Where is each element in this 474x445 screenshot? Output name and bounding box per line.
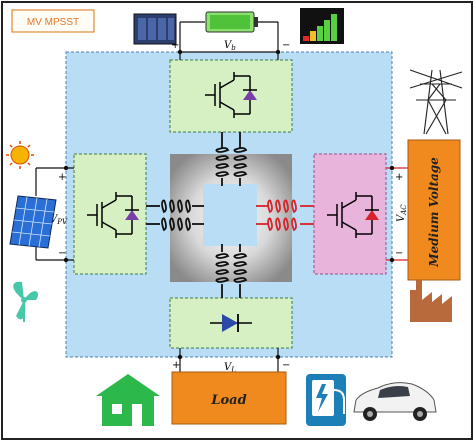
battery-cell-icon xyxy=(205,11,258,33)
left-plus: + xyxy=(58,172,66,183)
vb-label: Vb xyxy=(224,40,236,52)
battery-level-icon xyxy=(300,8,344,44)
grid-box xyxy=(407,139,461,281)
house-icon xyxy=(96,374,160,426)
right-minus: − xyxy=(395,248,403,259)
top-coil xyxy=(215,132,248,186)
diagram-title: MV MPSST xyxy=(27,17,79,28)
top-converter-module xyxy=(169,59,293,133)
bottom-rectifier-module xyxy=(169,297,293,349)
right-wires xyxy=(386,167,408,261)
electric-car-icon xyxy=(353,382,437,421)
right-converter-module xyxy=(313,153,387,275)
bottom-plus: + xyxy=(172,360,180,371)
bottom-wires xyxy=(179,348,279,372)
right-coil xyxy=(256,199,314,232)
factory-icon xyxy=(410,280,452,322)
left-converter-module xyxy=(73,153,147,275)
bottom-minus: − xyxy=(282,360,290,371)
vl-label: VL xyxy=(224,362,236,374)
battery-pack-icon xyxy=(133,13,177,45)
ev-charger-icon xyxy=(306,374,346,426)
load-box xyxy=(171,371,287,425)
sun-icon xyxy=(6,141,34,169)
left-coil xyxy=(146,199,204,232)
load-label: Load xyxy=(210,393,246,408)
bottom-coil xyxy=(215,244,248,298)
wind-turbine-icon xyxy=(13,281,39,322)
grid-label: Medium Voltage xyxy=(427,157,441,268)
left-minus: − xyxy=(58,248,66,259)
right-plus: + xyxy=(395,172,403,183)
solar-panel-icon xyxy=(9,195,57,249)
transmission-tower-icon xyxy=(409,69,463,135)
top-minus: − xyxy=(282,40,290,51)
vpv-label: VPV xyxy=(50,214,68,226)
title-box xyxy=(11,9,95,33)
top-plus: + xyxy=(171,40,179,51)
transformer-center xyxy=(203,184,257,246)
vac-label: VAC xyxy=(396,204,408,222)
